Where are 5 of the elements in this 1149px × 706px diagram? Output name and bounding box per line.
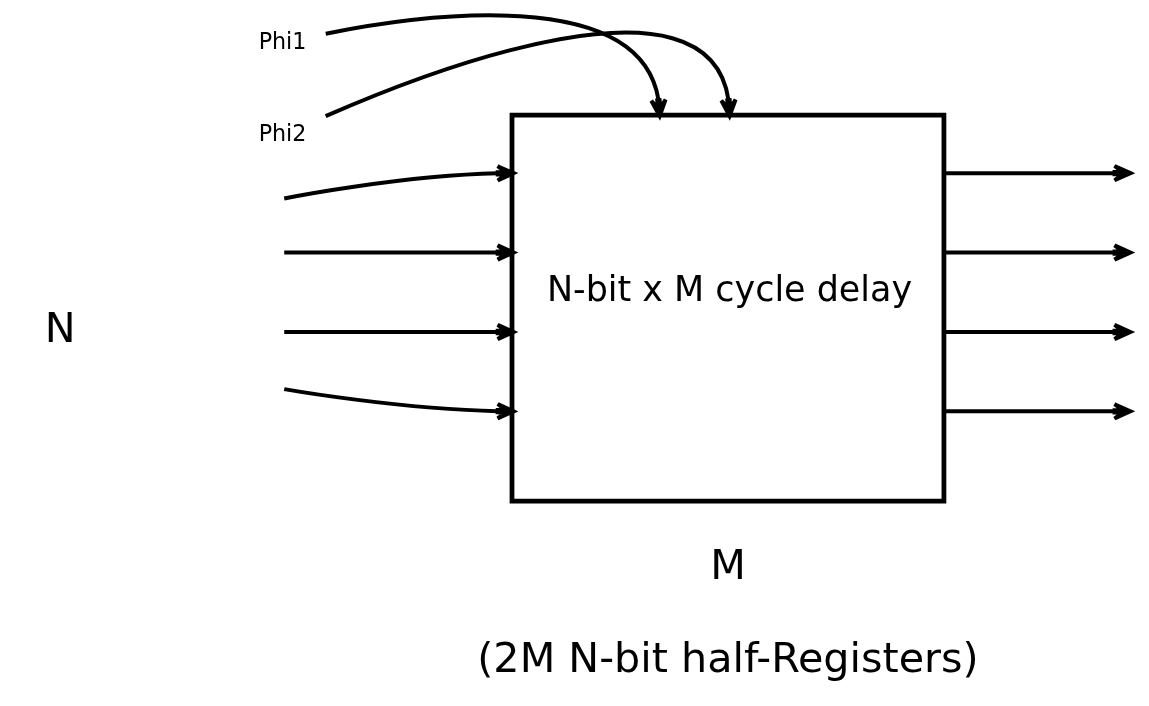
label: N: [44, 303, 76, 352]
node-text: Phi2: [258, 119, 307, 146]
label: (2M N-bit half-Registers): [477, 634, 979, 683]
label: M: [710, 540, 746, 589]
node-text: Phi1: [258, 27, 307, 54]
